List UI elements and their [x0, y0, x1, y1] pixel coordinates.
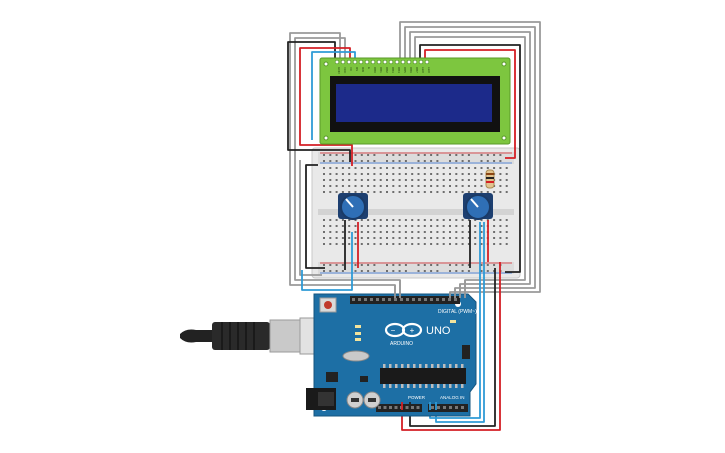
top-power-rail: [318, 152, 514, 164]
lcd-pin-label: DB5: [403, 67, 407, 73]
atmega-chip: [380, 368, 466, 384]
analog-header: [428, 404, 468, 412]
arduino-logo: − +: [384, 322, 423, 338]
brand-text: ARDUINO: [390, 341, 413, 347]
resistor[interactable]: [485, 169, 495, 189]
lcd-pin-label: DB1: [379, 67, 383, 73]
center-channel: [318, 209, 514, 215]
lcd-pin-label: V0: [349, 67, 353, 71]
wire-blue: [301, 232, 353, 291]
reset-button-cap: [324, 301, 332, 309]
header-wires: [394, 280, 466, 410]
svg-text:+: +: [410, 326, 415, 335]
digital-header-label: DIGITAL (PWM~): [438, 309, 477, 315]
knob-indicator: [470, 198, 479, 208]
breadboard-holes: [323, 154, 508, 272]
lcd-pin-label: LED: [421, 67, 425, 74]
smd-component: [360, 376, 368, 382]
power-header: [376, 404, 422, 412]
lcd-pin-label: RW: [361, 67, 365, 72]
wire-red: [424, 49, 516, 159]
digital-header: [350, 296, 460, 304]
lcd-pin-label: DB4: [397, 67, 401, 73]
wire-black: [419, 44, 521, 273]
lcd-pin-label: E: [367, 67, 371, 69]
wire-black: [287, 41, 351, 162]
lcd-pin-label: LED: [427, 67, 431, 74]
icsp-header: [462, 345, 470, 359]
status-leds: [355, 320, 456, 341]
wire-black: [305, 164, 325, 269]
potentiometer-left[interactable]: [338, 193, 368, 220]
arduino-uno-board[interactable]: − + UNO ARDUINO DIGITAL (PWM~) POWER ANA…: [306, 293, 477, 417]
lcd-pin-label: DB0: [373, 67, 377, 73]
breadboard[interactable]: [311, 147, 521, 279]
power-header-label: POWER: [408, 395, 426, 400]
lcd-pin-label: DB7: [415, 67, 419, 73]
lcd-pin-label: DB2: [385, 67, 389, 73]
model-text: UNO: [426, 325, 451, 337]
wire-blue: [311, 51, 356, 140]
voltage-regulator: [326, 372, 338, 382]
lcd-pin-label: DB3: [391, 67, 395, 73]
lcd-pin-label: VCC: [343, 67, 347, 74]
lcd-pin-label: GND: [337, 67, 341, 75]
analog-header-label: ANALOG IN: [440, 395, 465, 400]
lcd-pin-label: RS: [355, 67, 359, 71]
crystal: [342, 350, 370, 362]
wire-gray: [299, 160, 322, 276]
wire-red: [299, 47, 353, 166]
potentiometer-right[interactable]: [463, 193, 493, 220]
knob-indicator: [345, 198, 354, 208]
lcd-pin-label: DB6: [409, 67, 413, 73]
usb-b-plug: [269, 319, 301, 353]
lcd-screen: [336, 84, 492, 122]
svg-text:−: −: [391, 326, 396, 335]
bottom-power-rail: [318, 262, 514, 274]
